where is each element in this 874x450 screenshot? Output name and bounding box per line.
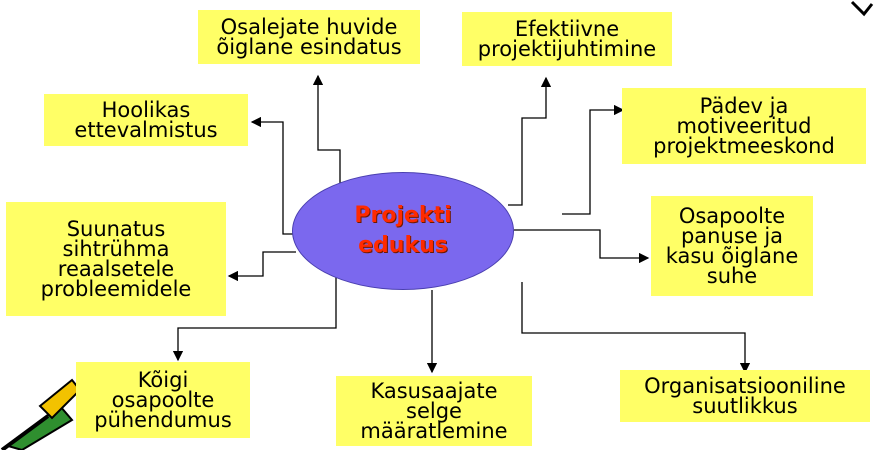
box-text: Kasusaajate	[370, 379, 498, 403]
box-text: panuse ja	[680, 224, 784, 248]
box-text: Suunatus	[66, 217, 166, 241]
box-text: motiveeritud	[676, 114, 812, 138]
box-text: Efektiivne	[514, 17, 620, 41]
box-text: probleemidele	[40, 277, 192, 301]
box-text: pühendumus	[94, 408, 232, 432]
arrow-management	[508, 76, 552, 206]
box-stakeholders: Osalejate huvide õiglane esindatus	[198, 10, 420, 64]
box-text: Hoolikas	[101, 98, 191, 122]
arrow-commitment	[172, 268, 337, 362]
box-target-group: Suunatus sihtrühma reaalsetele probleemi…	[6, 202, 226, 316]
arrow-team	[562, 104, 625, 215]
box-text: ettevalmistus	[74, 118, 218, 142]
pencil-clipart-icon	[0, 378, 80, 450]
box-text: õiglane esindatus	[216, 35, 402, 59]
arrow-contribution	[514, 229, 650, 264]
box-management: Efektiivne projektijuhtimine	[462, 12, 672, 66]
box-text: Organisatsiooniline	[644, 374, 846, 398]
arrow-capacity	[521, 282, 751, 374]
box-text: osapoolte	[111, 388, 215, 412]
center-label-line2: edukus	[358, 233, 448, 258]
box-commitment: Kõigi osapoolte pühendumus	[76, 362, 250, 438]
center-label-line1: Projekti	[354, 203, 452, 228]
box-capacity: Organisatsiooniline suutlikkus	[620, 370, 870, 422]
box-text: reaalsetele	[57, 257, 175, 281]
box-team: Pädev ja motiveeritud projektmeeskond	[622, 88, 866, 164]
box-text: projektijuhtimine	[477, 37, 657, 61]
arrow-stakeholders	[312, 74, 341, 192]
corner-clipart-icon	[850, 0, 874, 17]
box-text: suutlikkus	[692, 394, 798, 418]
box-text: Kõigi	[137, 368, 189, 392]
box-preparation: Hoolikas ettevalmistus	[44, 94, 248, 146]
box-text: määratlemine	[360, 419, 508, 443]
project-success-ellipse: Projekti edukus	[292, 172, 514, 290]
box-beneficiaries: Kasusaajate selge määratlemine	[336, 376, 532, 446]
box-text: kasu õiglane	[665, 244, 799, 268]
arrow-preparation	[250, 116, 296, 235]
box-text: selge	[406, 399, 462, 423]
box-text: projektmeeskond	[653, 134, 835, 158]
box-contribution: Osapoolte panuse ja kasu õiglane suhe	[651, 196, 813, 296]
box-text: sihtrühma	[62, 237, 170, 261]
box-text: Osapoolte	[678, 204, 786, 228]
box-text: suhe	[706, 264, 758, 288]
box-text: Osalejate huvide	[220, 15, 398, 39]
arrow-target-group	[227, 251, 296, 282]
box-text: Pädev ja	[699, 94, 789, 118]
